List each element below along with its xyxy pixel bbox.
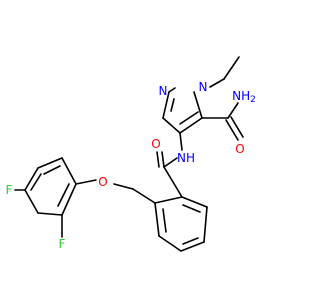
atom-label-amide-nh: NH [177,151,195,165]
atom-label-nitrogen: N [199,80,208,94]
bond [158,235,182,252]
atom-label-amine: NH2 [232,89,256,105]
bond [24,167,39,191]
bond [193,91,203,119]
bond [163,157,178,168]
molecule-structure-diagram: N N NH2 O O NH O F F [6,56,256,252]
bond [154,202,160,237]
bond [61,157,77,185]
bond [30,173,42,191]
bond [225,119,239,141]
bond [162,91,170,119]
bond [181,196,208,208]
bond [182,237,199,245]
bond [179,117,203,134]
bond [182,204,201,213]
bond [57,183,70,207]
bond [162,208,167,233]
bond [154,196,183,204]
bond [156,151,160,168]
bond [168,87,176,93]
bond-lines [14,56,244,252]
bond [230,116,244,138]
atom-labels: N N NH2 O O NH O F F [6,80,256,251]
bond [209,78,225,88]
bond [163,166,183,198]
bond [61,183,77,216]
bond [223,56,240,80]
bond [132,188,156,204]
bond [179,132,183,151]
bond [203,206,208,243]
atom-label-ether-oxygen: O [98,175,107,189]
bond [113,183,134,190]
bond [75,179,97,185]
bond [43,165,61,175]
atom-label-oxygen: O [151,137,160,151]
bond [179,111,199,125]
bond [161,151,165,168]
atom-label-fluorine: F [59,237,66,251]
bond [170,98,175,112]
atom-label-nitrogen: N [159,84,168,98]
bond [24,189,39,214]
atom-label-fluorine: F [6,183,13,197]
bond [227,102,239,119]
bond [37,212,63,216]
bond [37,157,63,169]
bond [162,117,181,134]
bond [180,241,205,252]
atom-label-oxygen: O [235,142,244,156]
